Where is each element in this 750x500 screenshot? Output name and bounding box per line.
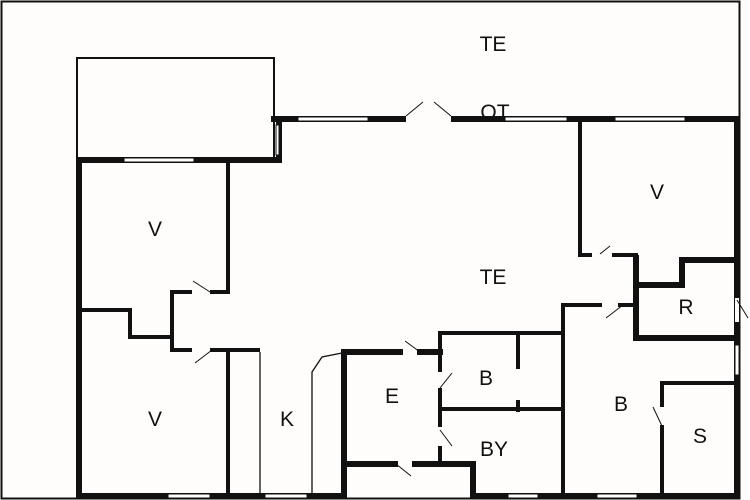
room-label-bedroom-top-left: V <box>147 218 163 241</box>
room-label-laundry: BY <box>479 438 509 461</box>
room-label-terrace-main: TE <box>479 266 507 289</box>
windows <box>123 116 740 499</box>
room-label-terrace-top: TE <box>479 33 507 56</box>
room-label-entrance: E <box>384 385 400 408</box>
room-label-bath-large: B <box>613 393 629 416</box>
room-label-sauna: S <box>692 425 708 448</box>
door-swings <box>192 101 749 477</box>
thick-walls <box>76 116 740 499</box>
room-label-r: R <box>678 296 694 319</box>
room-label-kitchen: K <box>279 408 295 431</box>
thin-lines <box>259 352 343 495</box>
door-openings <box>406 115 739 322</box>
terrace-box <box>76 57 275 159</box>
room-label-ot: OT <box>480 101 510 124</box>
room-label-bedroom-bottom-left: V <box>147 408 163 431</box>
room-label-bedroom-top-right: V <box>649 181 665 204</box>
room-label-bath-small: B <box>478 367 494 390</box>
interior-walls <box>77 120 739 498</box>
